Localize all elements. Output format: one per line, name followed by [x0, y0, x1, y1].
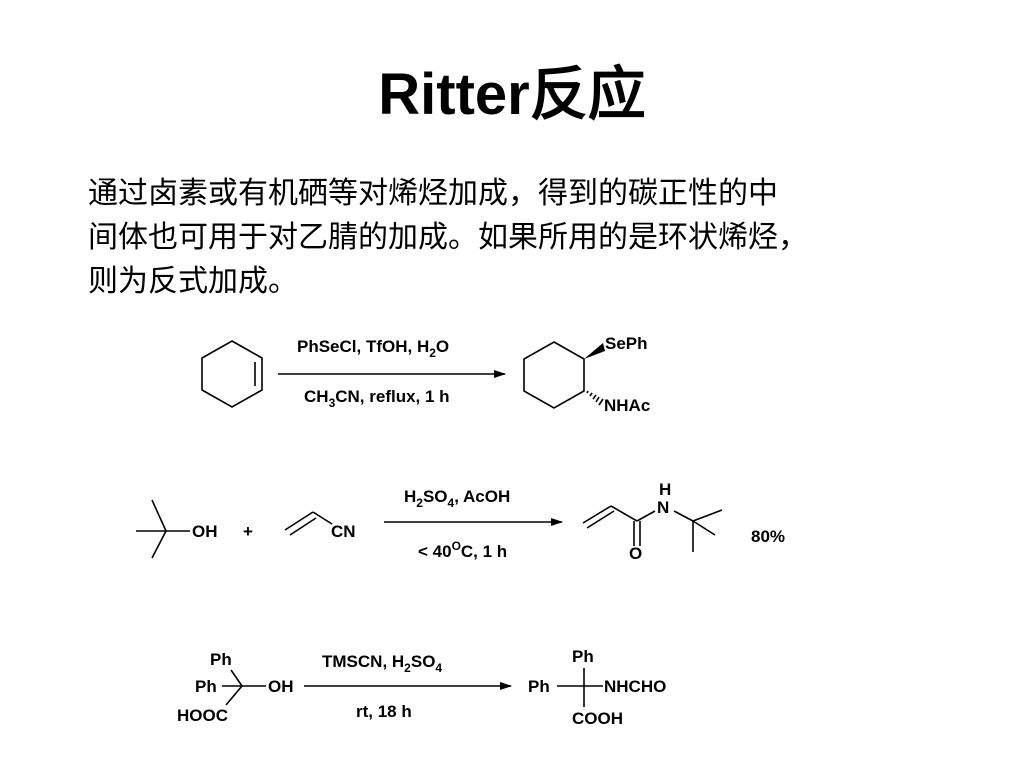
product-group-seph: SePh — [605, 334, 648, 353]
reaction-3-condition-top: TMSCN, H2SO4 — [322, 652, 442, 675]
reaction-1-condition-top: PhSeCl, TfOH, H2O — [297, 337, 449, 360]
amide-n: N — [657, 498, 669, 517]
cyclohexene-structure — [201, 340, 263, 408]
plus-sign: + — [243, 522, 253, 541]
product-group-nhac: NHAc — [604, 396, 650, 415]
product-3-nhcho: NHCHO — [604, 677, 666, 696]
reaction-2-yield: 80% — [751, 527, 785, 546]
slide-title: Ritter反应 — [378, 62, 646, 127]
product-3-ph-top: Ph — [572, 647, 594, 666]
acrylonitrile-cn: CN — [331, 522, 356, 541]
tert-butanol-structure — [136, 499, 190, 559]
reaction-3-condition-bottom: rt, 18 h — [356, 702, 412, 721]
trans-product-structure — [523, 341, 605, 409]
product-3-structure — [557, 668, 603, 707]
acrylonitrile-structure — [284, 511, 333, 536]
reactant-3-oh: OH — [268, 677, 294, 696]
reactant-3-ph-top: Ph — [210, 650, 232, 669]
reactant-3-structure — [222, 669, 266, 706]
reactant-3-hooc: HOOC — [177, 706, 228, 725]
reaction-2-condition-top: H2SO4, AcOH — [404, 487, 510, 510]
body-line-3: 则为反式加成。 — [88, 264, 298, 299]
wedge-bond — [584, 343, 605, 359]
product-3-cooh: COOH — [572, 709, 623, 728]
reaction-1: PhSeCl, TfOH, H2O CH3CN, reflux, 1 h SeP… — [201, 334, 650, 415]
slide-body-text: 通过卤素或有机硒等对烯烃加成，得到的碳正性的中 间体也可用于对乙腈的加成。如果所… — [88, 172, 948, 304]
tert-butanol-oh: OH — [192, 522, 218, 541]
reactant-3-ph-left: Ph — [195, 677, 217, 696]
reaction-2: OH + CN H2SO4, AcOH < 40OC, 1 h H N O — [136, 480, 785, 563]
reaction-3: Ph Ph OH HOOC TMSCN, H2SO4 rt, 18 h Ph P… — [177, 647, 666, 728]
n-tert-butylacrylamide-structure — [582, 505, 723, 552]
body-line-2: 间体也可用于对乙腈的加成。如果所用的是环状烯烃， — [88, 220, 808, 255]
amide-h: H — [659, 480, 671, 499]
reaction-2-condition-bottom: < 40OC, 1 h — [418, 539, 507, 561]
amide-o: O — [629, 544, 642, 563]
body-line-1: 通过卤素或有机硒等对烯烃加成，得到的碳正性的中 — [88, 176, 778, 211]
product-3-ph-left: Ph — [528, 677, 550, 696]
reaction-1-condition-bottom: CH3CN, reflux, 1 h — [304, 387, 450, 410]
